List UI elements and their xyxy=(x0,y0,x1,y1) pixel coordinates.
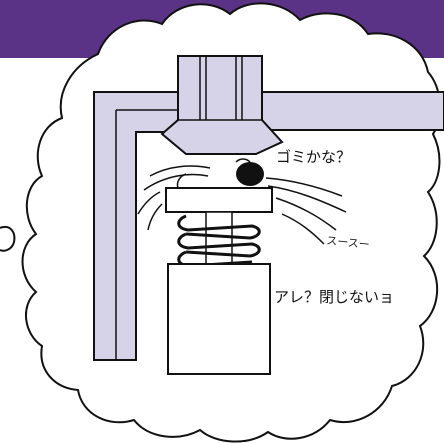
valve-seat-nozzle xyxy=(160,55,284,155)
leak-line xyxy=(149,165,211,177)
debris-particle xyxy=(236,162,264,186)
leak-line xyxy=(275,197,337,231)
leak-line xyxy=(147,203,163,231)
leak-line xyxy=(265,177,343,197)
spring-coil xyxy=(177,232,261,258)
leak-line xyxy=(176,173,187,189)
debris-label: ゴミかな？ xyxy=(276,148,351,166)
leak-line xyxy=(143,173,209,191)
valve-stem xyxy=(205,211,233,269)
debris-highlight xyxy=(235,158,251,163)
leak-sound-label: スースー xyxy=(326,234,371,251)
outlet-pipe xyxy=(261,91,444,131)
valve-disc xyxy=(165,187,273,213)
leak-lines-left xyxy=(137,165,211,231)
nozzle-left-bevel xyxy=(161,133,187,155)
leak-lines-right xyxy=(265,177,347,245)
cloud-tail-bubble xyxy=(0,226,16,252)
leak-line xyxy=(267,185,347,213)
not-closing-label: アレ？閉じないョ xyxy=(274,288,394,306)
leak-line xyxy=(281,213,325,245)
spring-coil xyxy=(177,214,261,240)
leak-line xyxy=(137,191,161,215)
valve-base-block xyxy=(167,263,271,375)
